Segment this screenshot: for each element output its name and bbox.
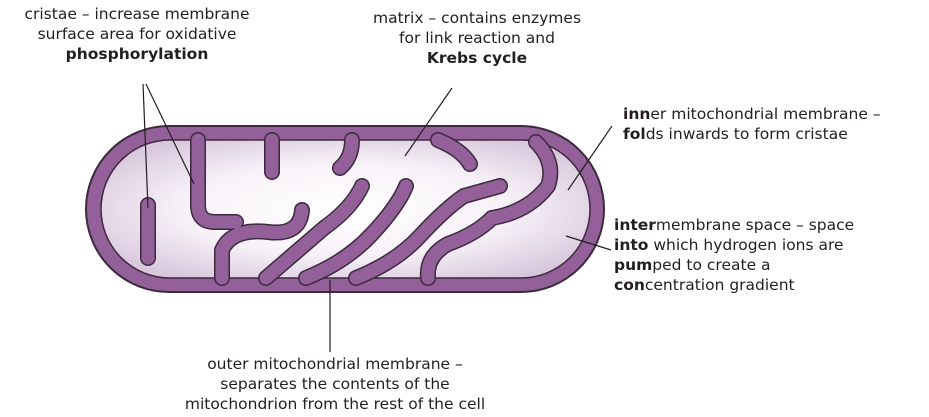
intermembrane-label-line-1-bold: inter: [614, 216, 656, 234]
matrix-label-term: Krebs cycle: [358, 48, 596, 68]
outer-membrane-label-line-2: separates the contents of the: [130, 374, 540, 394]
outer-membrane-label-line-3: mitochondrion from the rest of the cell: [130, 394, 540, 414]
inner-membrane-label-line-1: inner mitochondrial membrane –: [623, 104, 881, 124]
intermembrane-label-line-4-bold: con: [614, 276, 645, 294]
intermembrane-label-line-3: pumped to create a: [614, 255, 854, 275]
cristae-label-line-1: cristae – increase membrane: [6, 4, 268, 24]
inner-membrane-label-line-2-rest: ds inwards to form cristae: [646, 125, 848, 143]
intermembrane-label-line-4: concentration gradient: [614, 275, 854, 295]
intermembrane-label-line-3-rest: ped to create a: [652, 256, 770, 274]
inner-membrane-label-line-2: folds inwards to form cristae: [623, 124, 881, 144]
outer-membrane-label-line-1: outer mitochondrial membrane –: [130, 354, 540, 374]
inner-membrane-label-line-1-bold: inn: [623, 105, 650, 123]
inner-membrane-label: inner mitochondrial membrane – folds inw…: [623, 104, 881, 144]
intermembrane-space-label: intermembrane space – space into which h…: [614, 215, 854, 295]
intermembrane-label-line-1: intermembrane space – space: [614, 215, 854, 235]
matrix-label: matrix – contains enzymes for link react…: [358, 8, 596, 68]
intermembrane-label-line-1-rest: membrane space – space: [656, 216, 854, 234]
matrix-label-line-2: for link reaction and: [358, 28, 596, 48]
inner-membrane-label-line-1-rest: er mitochondrial membrane –: [650, 105, 880, 123]
cristae-label-term: phosphorylation: [6, 44, 268, 64]
inner-membrane-label-line-2-bold: fol: [623, 125, 646, 143]
intermembrane-label-line-2-rest: which hydrogen ions are: [648, 236, 843, 254]
intermembrane-label-line-4-rest: centration gradient: [645, 276, 795, 294]
intermembrane-label-line-3-bold: pum: [614, 256, 652, 274]
cristae-label-line-2: surface area for oxidative: [6, 24, 268, 44]
outer-membrane-label: outer mitochondrial membrane – separates…: [130, 354, 540, 414]
intermembrane-label-line-2: into which hydrogen ions are: [614, 235, 854, 255]
matrix-label-line-1: matrix – contains enzymes: [358, 8, 596, 28]
cristae-label: cristae – increase membrane surface area…: [6, 4, 268, 64]
intermembrane-label-line-2-bold: into: [614, 236, 648, 254]
